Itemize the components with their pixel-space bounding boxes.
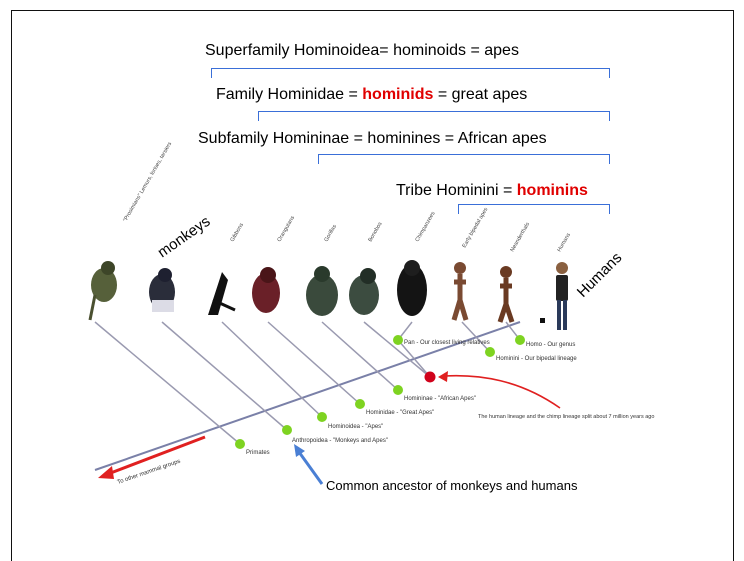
label-homo: Homo - Our genus (526, 342, 575, 348)
gibbon-figure (208, 272, 235, 315)
label-anthropoidea: Anthropoidea - "Monkeys and Apes" (292, 438, 388, 444)
ancestor-arrow (299, 452, 322, 484)
early-hominin-figure (454, 262, 466, 320)
node-pan (393, 335, 403, 345)
chimpanzee-figure (397, 260, 427, 316)
node-homininae (393, 385, 403, 395)
taxon-early-bipedal: Early bipedal apes (462, 207, 490, 249)
taxon-gibbons: Gibbons (230, 222, 246, 243)
taxon-orangutans: Orangutans (277, 215, 297, 243)
node-hominidae (355, 399, 365, 409)
humans-label: Humans (574, 249, 626, 301)
split-arrow (444, 376, 560, 408)
split-note: The human lineage and the chimp lineage … (478, 414, 654, 420)
taxon-neanderthals: Neanderthals (510, 221, 532, 253)
label-homininae: Homininae - "African Apes" (404, 396, 476, 402)
node-hominini (485, 347, 495, 357)
human-figure (556, 262, 568, 330)
bonobo-figure (349, 268, 379, 315)
small-square-icon (540, 318, 545, 323)
neanderthal-figure (500, 266, 512, 322)
label-hominidae: Hominidae - "Great Apes" (366, 410, 434, 416)
label-pan: Pan - Our closest living relatives (404, 340, 490, 346)
node-hominoidea (317, 412, 327, 422)
gorilla-figure (306, 266, 338, 316)
label-primates: Primates (246, 450, 270, 456)
node-primates (235, 439, 245, 449)
common-ancestor-caption: Common ancestor of monkeys and humans (326, 478, 577, 493)
taxon-gorillas: Gorillas (324, 224, 339, 243)
monkey-figure (149, 268, 175, 312)
taxon-chimpanzees: Chimpanzees (415, 211, 437, 243)
taxon-bonobos: Bonobos (368, 221, 384, 243)
label-hominoidea: Hominoidea - "Apes" (328, 424, 383, 430)
taxon-prosimians: "Prosimians" Lemurs, lorises, tarsiers (123, 141, 174, 223)
label-hominini: Hominini - Our bipedal lineage (496, 356, 577, 362)
taxon-humans: Humans (557, 232, 573, 253)
label-other-groups: To other mammal groups (117, 459, 182, 486)
split-arrow-head (438, 371, 448, 382)
node-hominini-split (425, 372, 436, 383)
monkeys-label: monkeys (155, 213, 214, 261)
node-anthropoidea (282, 425, 292, 435)
orangutan-figure (252, 267, 280, 313)
prosimian-figure (90, 261, 117, 320)
node-homo (515, 335, 525, 345)
